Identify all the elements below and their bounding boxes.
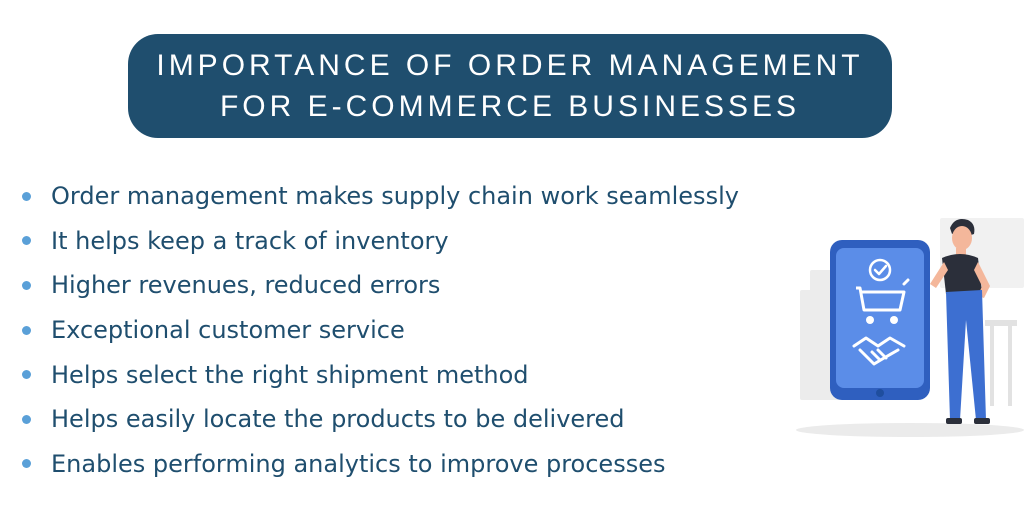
bullet-dot-icon <box>22 459 31 469</box>
list-item-text: It helps keep a track of inventory <box>51 226 449 255</box>
floor-shadow <box>796 423 1024 437</box>
bullet-dot-icon <box>22 236 31 246</box>
list-item-text: Order management makes supply chain work… <box>51 182 739 211</box>
benefits-list: Order management makes supply chain work… <box>12 174 812 486</box>
list-item-text: Helps select the right shipment method <box>51 360 529 389</box>
list-item: Exceptional customer service <box>12 308 812 353</box>
shopping-cart-icon <box>856 278 910 324</box>
list-item: Order management makes supply chain work… <box>12 174 812 219</box>
list-item-text: Enables performing analytics to improve … <box>51 449 666 478</box>
list-item: Helps select the right shipment method <box>12 352 812 397</box>
bullet-dot-icon <box>22 370 31 380</box>
bullet-dot-icon <box>22 414 31 424</box>
list-item: Higher revenues, reduced errors <box>12 263 812 308</box>
list-item-text: Helps easily locate the products to be d… <box>51 405 625 434</box>
list-item-text: Exceptional customer service <box>51 316 405 345</box>
title-line-1: Importance of Order Management <box>156 49 864 82</box>
checkmark-icon <box>868 258 892 282</box>
list-item: Enables performing analytics to improve … <box>12 442 812 487</box>
title-banner: Importance of Order Management for E-com… <box>128 34 892 138</box>
phone <box>830 240 930 400</box>
list-item-text: Higher revenues, reduced errors <box>51 271 441 300</box>
bullet-dot-icon <box>22 191 31 201</box>
title-line-2: for E-commerce Businesses <box>219 90 801 123</box>
handshake-icon <box>852 336 906 366</box>
bullet-dot-icon <box>22 325 31 335</box>
list-item: It helps keep a track of inventory <box>12 219 812 264</box>
bullet-dot-icon <box>22 280 31 290</box>
phone-person-illustration <box>796 218 1024 437</box>
person <box>930 219 990 424</box>
list-item: Helps easily locate the products to be d… <box>12 397 812 442</box>
